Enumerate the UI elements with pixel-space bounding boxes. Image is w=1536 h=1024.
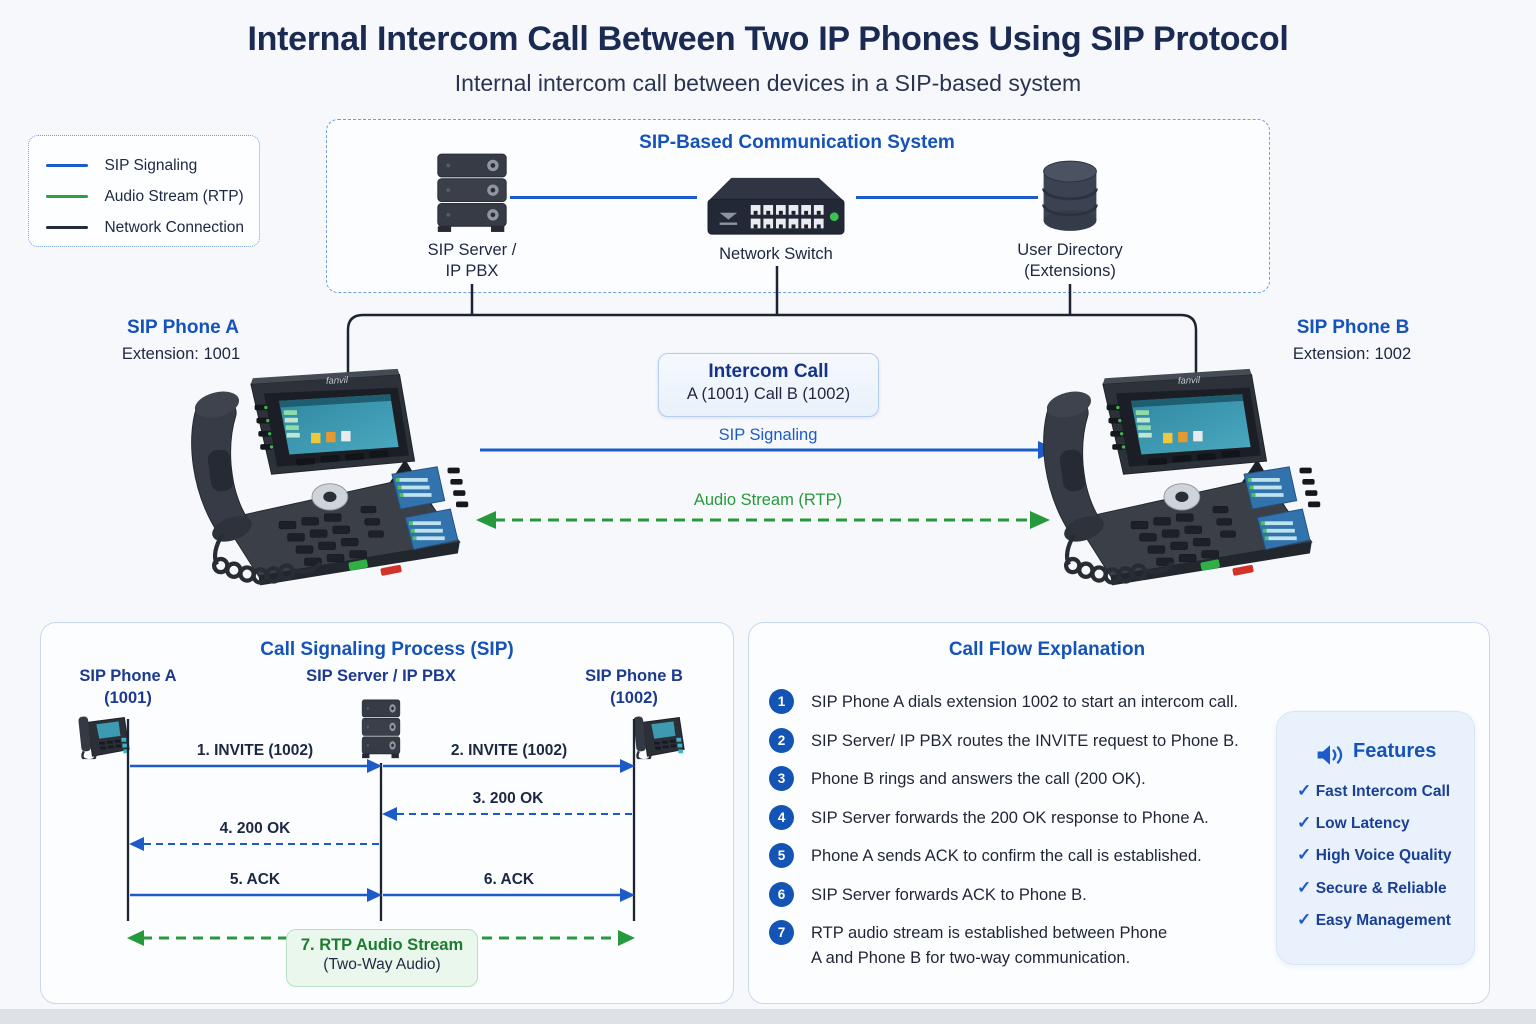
seq-msg-3: 3. 200 OK [472,790,544,807]
audio-stream-arrow [476,511,1050,529]
rtp-stream-box: 7. RTP Audio Stream (Two-Way Audio) [286,929,478,987]
phone-b-name: SIP Phone B [1296,317,1410,338]
phone-b-extension: Extension: 1002 [1292,345,1412,363]
server-label-line1: SIP Server / [427,241,517,259]
speaker-icon [1315,742,1345,768]
server-label-line2: IP PBX [445,262,499,280]
sip-signaling-label: SIP Signaling [718,426,818,444]
feature-item: ✓ Secure & Reliable [1297,878,1447,897]
step-text-4: SIP Server forwards the 200 OK response … [811,809,1209,827]
check-icon: ✓ [1297,845,1312,864]
legend-item-rtp: Audio Stream (RTP) [46,188,244,206]
network-switch-icon [697,172,855,240]
sequence-diagram-lines [126,719,636,946]
seq-msg-1: 1. INVITE (1002) [196,742,314,759]
check-icon: ✓ [1297,813,1312,832]
legend-item-sip: SIP Signaling [46,157,197,175]
feature-item: ✓ Low Latency [1297,813,1410,832]
intercom-call-box: Intercom Call A (1001) Call B (1002) [658,353,879,417]
switch-label: Network Switch [719,245,833,263]
seq-msg-2: 2. INVITE (1002) [450,742,568,759]
phone-a-extension: Extension: 1001 [121,345,241,363]
seq-col-phone-a: SIP Phone A(1001) [79,667,177,707]
phone-b-image [1020,348,1340,593]
seq-msg-6: 6. ACK [483,871,535,888]
intercom-call-title: Intercom Call [708,361,829,382]
phone-a-image [168,348,488,593]
step-text-2: SIP Server/ IP PBX routes the INVITE req… [811,732,1239,750]
signaling-title: Call Signaling Process (SIP) [260,639,514,660]
step-text-1: SIP Phone A dials extension 1002 to star… [811,693,1239,711]
step-badge-2: 2 [769,728,794,753]
step-badge-7: 7 [769,920,794,945]
directory-label-line1: User Directory [1017,241,1123,259]
step-badge-4: 4 [769,805,794,830]
flow-panel: Call Flow Explanation 1 SIP Phone A dial… [748,622,1490,1004]
phone-a-name: SIP Phone A [127,317,239,338]
rtp-stream-line2: (Two-Way Audio) [323,956,441,973]
page-subtitle: Internal intercom call between devices i… [454,70,1082,96]
step-badge-3: 3 [769,766,794,791]
signaling-panel: Call Signaling Process (SIP) SIP Phone A… [40,622,734,1004]
rtp-stream-line1: 7. RTP Audio Stream [300,936,464,954]
audio-stream-line-swatch [46,195,88,199]
user-directory-icon [1037,157,1103,235]
seq-col-phone-b: SIP Phone B(1002) [585,667,683,707]
bottom-strip [0,1009,1536,1024]
check-icon: ✓ [1297,910,1312,929]
step-badge-1: 1 [769,689,794,714]
features-box: Features ✓ Fast Intercom Call ✓ Low Late… [1276,711,1475,965]
switch-directory-link [856,196,1038,199]
sip-system-title: SIP-Based Communication System [639,132,955,153]
legend-item-network: Network Connection [46,219,244,237]
sip-signaling-line-swatch [46,164,88,168]
step-text-6: SIP Server forwards ACK to Phone B. [811,886,1087,904]
directory-label-line2: (Extensions) [1024,262,1116,280]
step-badge-6: 6 [769,882,794,907]
flow-title: Call Flow Explanation [948,639,1146,660]
seq-col-server: SIP Server / IP PBX [306,667,456,685]
intercom-call-subtitle: A (1001) Call B (1002) [686,385,851,403]
step-text-3: Phone B rings and answers the call (200 … [811,770,1146,788]
legend-box: SIP Signaling Audio Stream (RTP) Network… [28,135,260,247]
legend-label: SIP Signaling [104,157,198,174]
sip-server-icon [434,150,510,236]
feature-item: ✓ Easy Management [1297,910,1451,929]
step-text-7: RTP audio stream is established between … [811,924,1168,967]
seq-msg-5: 5. ACK [229,871,281,888]
legend-label: Audio Stream (RTP) [104,188,244,205]
step-text-5: Phone A sends ACK to confirm the call is… [811,847,1202,865]
feature-item: ✓ Fast Intercom Call [1297,781,1451,800]
feature-item: ✓ High Voice Quality [1297,845,1452,864]
network-connection-line-swatch [46,226,88,230]
server-switch-link [510,196,697,199]
legend-label: Network Connection [104,219,245,236]
page-title: Internal Intercom Call Between Two IP Ph… [247,20,1289,58]
step-badge-5: 5 [769,843,794,868]
seq-msg-4: 4. 200 OK [219,820,291,837]
features-title: Features [1353,740,1437,762]
check-icon: ✓ [1297,781,1312,800]
check-icon: ✓ [1297,878,1312,897]
audio-stream-label: Audio Stream (RTP) [693,491,843,509]
